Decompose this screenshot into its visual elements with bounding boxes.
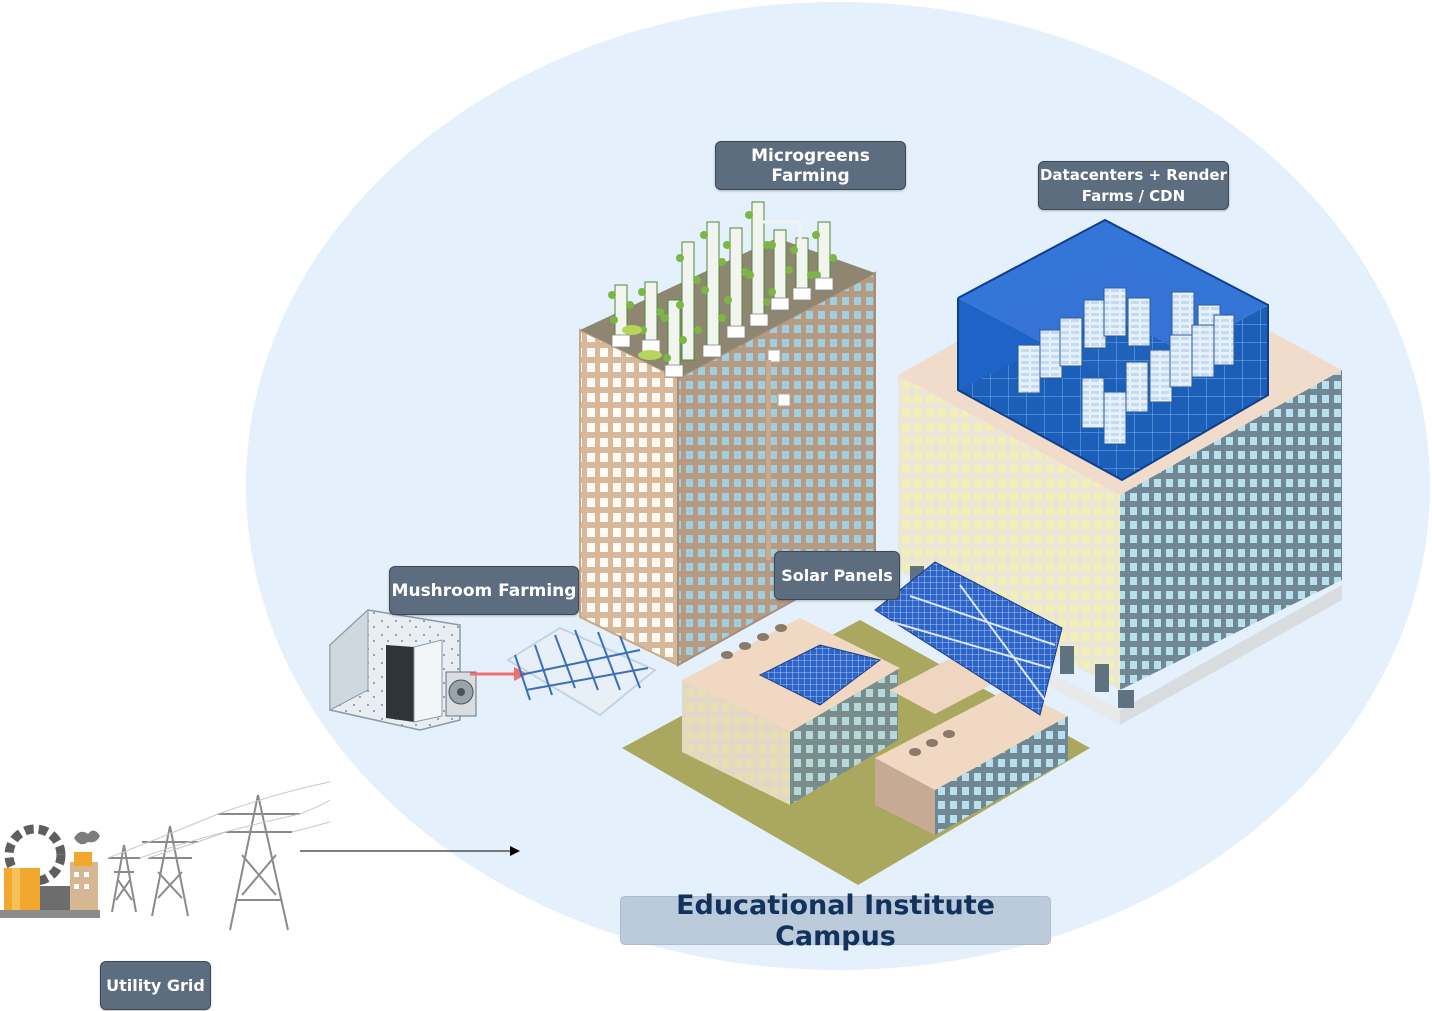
datacenters-text-line1: Datacenters + Render (1039, 165, 1227, 184)
power-lines (107, 781, 331, 859)
campus-low-building (622, 618, 1090, 885)
server-rack-icon (957, 218, 1269, 482)
solar-panels-text: Solar Panels (781, 566, 893, 585)
microgreens-farming-label: Microgreens Farming (715, 141, 906, 190)
mushroom-farming-text: Mushroom Farming (391, 580, 577, 601)
microgreens-farming-text: Microgreens Farming (751, 145, 870, 186)
hydroponic-tower-icon (608, 201, 837, 378)
mushroom-cold-room-icon (329, 608, 477, 731)
utility-grid-label: Utility Grid (100, 961, 211, 1010)
power-tower-icon (108, 794, 300, 931)
factory-icon (0, 824, 100, 918)
campus-title-text: Educational Institute Campus (676, 889, 995, 952)
datacenters-label: Datacenters + Render Farms / CDN (1038, 161, 1229, 210)
campus-title-label: Educational Institute Campus (620, 890, 1051, 952)
grow-rack-icon (506, 626, 657, 717)
mushroom-farming-label: Mushroom Farming (389, 566, 579, 615)
datacenters-text-line2: Farms / CDN (1081, 186, 1186, 205)
solar-panel-icon (758, 561, 1063, 716)
utility-grid-text: Utility Grid (106, 976, 205, 995)
solar-panels-label: Solar Panels (774, 551, 900, 600)
